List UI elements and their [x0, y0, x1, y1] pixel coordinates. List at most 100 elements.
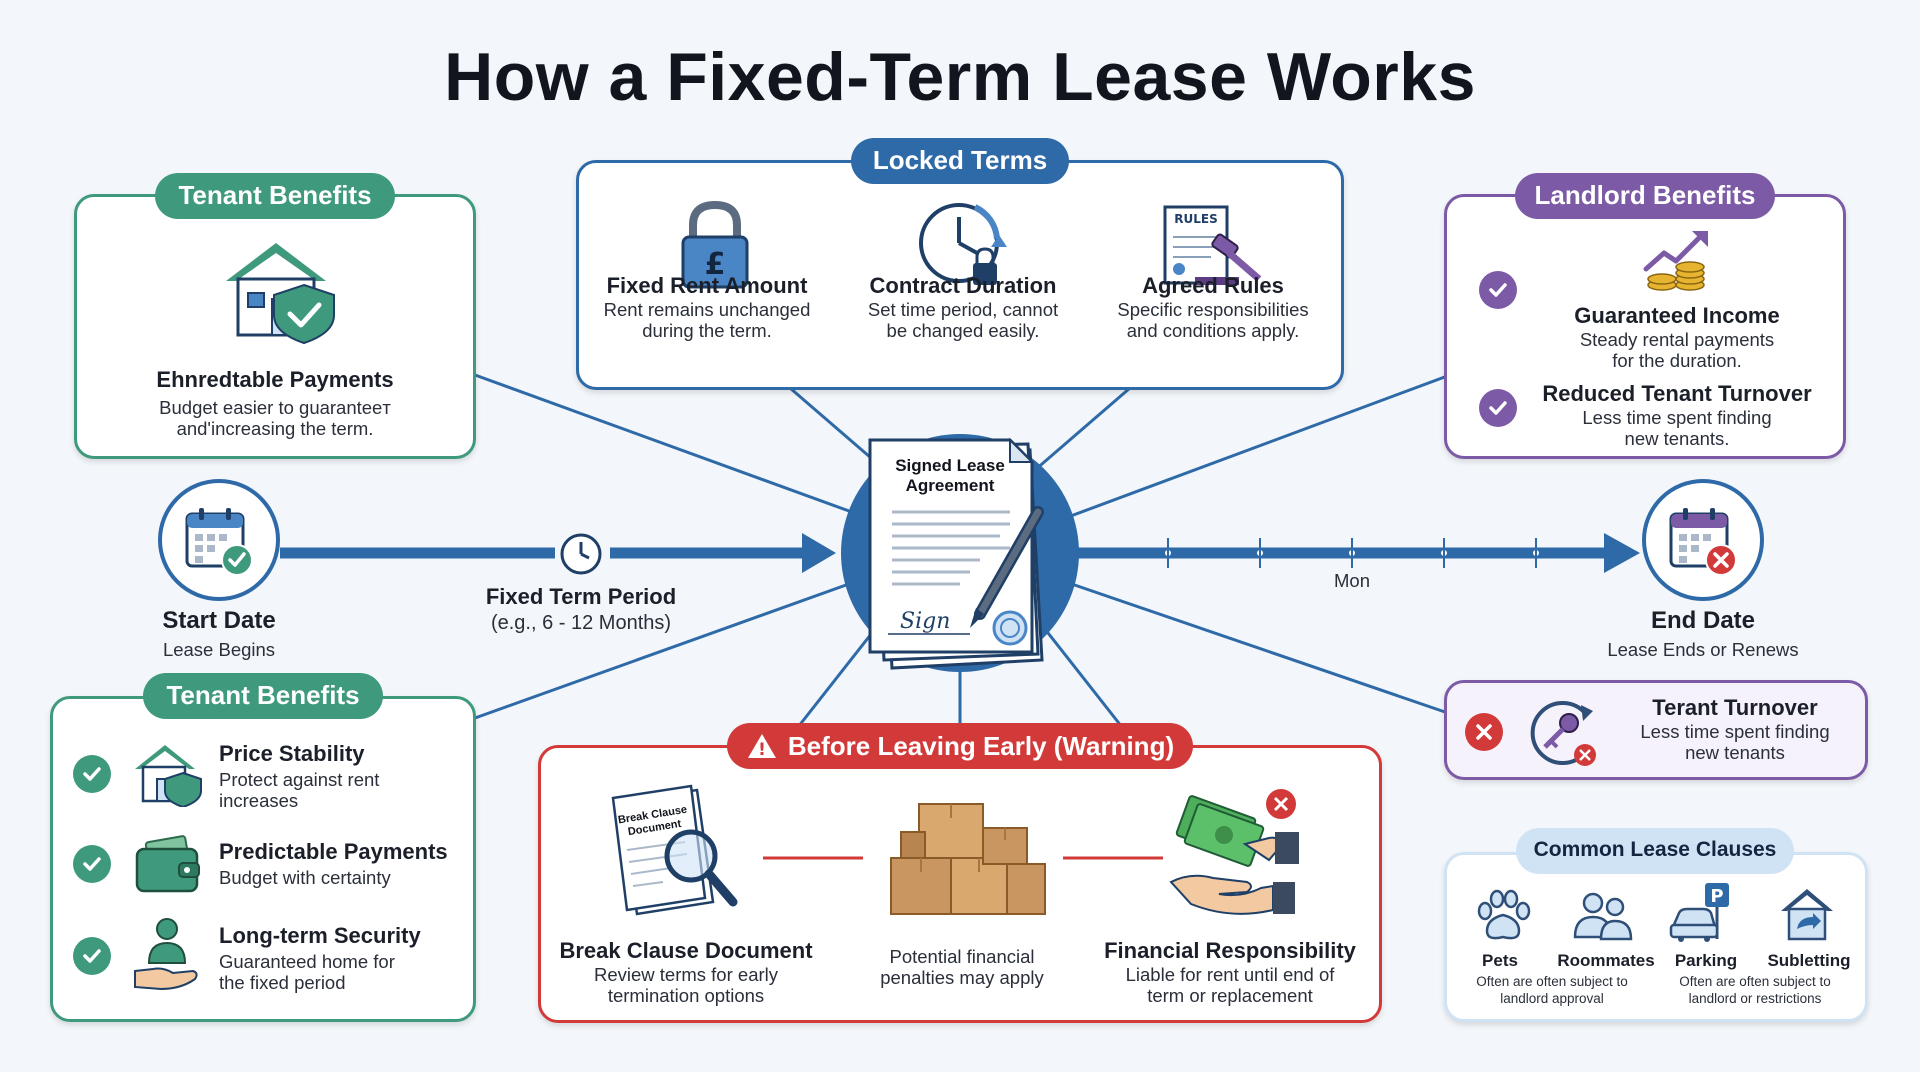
- tenant-check-icon-1: [73, 845, 111, 883]
- tenant-benefits-bottom-pill: Tenant Benefits: [143, 673, 383, 719]
- warning-panel: Break Clause Document: [538, 745, 1382, 1023]
- clause-0-line2: landlord approval: [1500, 991, 1604, 1006]
- landlord-item-1-line2: new tenants.: [1624, 428, 1730, 449]
- end-date-title: End Date: [1650, 607, 1755, 634]
- income-growth-icon: [1643, 231, 1708, 291]
- locked-item-1-line1: Set time period, cannot: [867, 299, 1059, 320]
- landlord-item-1-title: Reduced Tenant Turnover: [1542, 381, 1812, 406]
- warning-pill-label: Before Leaving Early (Warning): [787, 731, 1175, 761]
- tenant-top-desc-1: Budget easier to guaranteeт: [159, 397, 391, 418]
- tenant-top-desc-2: and'increasing the term.: [176, 418, 374, 439]
- clause-3-label: Subletting: [1767, 951, 1851, 970]
- tenant-item-2-title: Long-term Security: [219, 923, 421, 948]
- document-title-2: Agreement: [906, 476, 995, 495]
- tenant-item-1-line1: Budget with certainty: [219, 867, 391, 888]
- locked-terms-pill: Locked Terms: [851, 138, 1069, 184]
- pound-symbol: £: [705, 247, 726, 282]
- parking-sign: P: [1710, 886, 1723, 907]
- landlord-item-1-line1: Less time spent finding: [1582, 407, 1772, 428]
- warning-pill: ! Before Leaving Early (Warning): [727, 723, 1193, 769]
- parking-icon: P: [1669, 883, 1729, 942]
- dash-connector: [1063, 856, 1163, 860]
- common-clauses-panel: P Pets Roommates Parking Subletting Ofte…: [1444, 852, 1868, 1022]
- start-date-title: Start Date: [162, 607, 276, 634]
- locked-terms-panel: £ RULES Fixed Rent Amount Rent remains u…: [576, 160, 1344, 390]
- locked-item-2-line1: Specific responsibilities: [1117, 299, 1309, 320]
- tenant-benefits-top-panel: Ehnredtable Payments Budget easier to gu…: [74, 194, 476, 459]
- subletting-icon: [1781, 889, 1833, 941]
- rules-gavel-icon: RULES: [1163, 205, 1262, 285]
- locked-item-2-title: Agreed Rules: [1142, 273, 1284, 298]
- dash-connector: [763, 856, 863, 860]
- end-date-node: [1642, 479, 1764, 601]
- document-title-1: Signed Lease: [895, 456, 1005, 475]
- common-clauses-pill: Common Lease Clauses: [1516, 828, 1794, 874]
- clause-0-line1: Often are often subject to: [1476, 974, 1628, 989]
- tenant-check-icon-0: [73, 755, 111, 793]
- warning-item-2-line2: term or replacement: [1147, 985, 1313, 1006]
- landlord-item-0-title: Guaranteed Income: [1574, 303, 1780, 328]
- house-shield-icon: [226, 243, 335, 345]
- warning-item-1-line2: penalties may apply: [880, 967, 1044, 988]
- tenant-top-heading: Ehnredtable Payments: [156, 367, 394, 392]
- signature-text: Sign: [900, 609, 950, 634]
- paw-icon: [1477, 889, 1531, 940]
- key-cycle-icon: [1530, 701, 1596, 766]
- person-hand-icon: [134, 918, 198, 991]
- signed-lease-document-icon: Signed Lease Agreement Sign: [868, 437, 1044, 670]
- locked-item-1-line2: be changed easily.: [886, 320, 1040, 341]
- tenant-benefits-bottom-panel: Price Stability Protect against rent inc…: [50, 696, 476, 1022]
- tenant-item-2-line1: Guaranteed home for: [219, 951, 395, 972]
- landlord-item-0-line1: Steady rental payments: [1579, 329, 1775, 350]
- warning-triangle-icon: !: [747, 734, 776, 760]
- warning-item-2-line1: Liable for rent until end of: [1125, 964, 1335, 985]
- clause-2-label: Parking: [1674, 951, 1738, 970]
- warning-item-0-title: Break Clause Document: [559, 938, 813, 963]
- break-clause-document-icon: Break Clause Document: [611, 784, 738, 916]
- warning-item-0-line1: Review terms for early: [593, 964, 778, 985]
- turnover-title: Terant Turnover: [1652, 695, 1818, 720]
- warning-exclamation: !: [758, 740, 766, 760]
- wallet-icon: [135, 835, 200, 893]
- end-date-sub: Lease Ends or Renews: [1607, 639, 1799, 660]
- boxes-icon: [890, 803, 1046, 915]
- turnover-line2: new tenants: [1685, 742, 1785, 763]
- landlord-item-0-line2: for the duration.: [1612, 350, 1742, 371]
- locked-item-1-title: Contract Duration: [869, 273, 1057, 298]
- calendar-check-icon: [185, 508, 253, 576]
- clause-0-label: Pets: [1482, 951, 1518, 970]
- tenant-item-0-line1: Protect against rent: [219, 769, 380, 790]
- clause-1-label: Roommates: [1557, 951, 1655, 970]
- timeline-tick-label: Mon: [1334, 570, 1370, 591]
- house-shield-small-icon: [135, 745, 202, 807]
- warning-item-1-line1: Potential financial: [889, 946, 1035, 967]
- calendar-x-icon: [1669, 508, 1737, 576]
- start-date-node: [158, 479, 280, 601]
- tenant-check-icon-2: [73, 937, 111, 975]
- roommates-icon: [1573, 892, 1633, 941]
- padlock-icon: £: [681, 200, 749, 289]
- tenant-item-2-line2: the fixed period: [219, 972, 346, 993]
- tenant-item-0-line2: increases: [219, 790, 299, 811]
- tenant-item-0-title: Price Stability: [219, 741, 365, 766]
- turnover-x-icon: [1465, 713, 1503, 751]
- rules-label: RULES: [1174, 212, 1217, 226]
- fixed-term-sub: (e.g., 6 - 12 Months): [490, 612, 672, 634]
- page-title: How a Fixed-Term Lease Works: [444, 39, 1476, 115]
- clock-icon: [560, 533, 602, 575]
- fixed-term-title: Fixed Term Period: [485, 584, 677, 609]
- tenant-item-1-title: Predictable Payments: [219, 839, 448, 864]
- warning-item-0-line2: termination options: [607, 985, 765, 1006]
- landlord-check-icon-0: [1479, 271, 1517, 309]
- clause-2-line2: landlord or restrictions: [1688, 991, 1822, 1006]
- landlord-benefits-panel: Guaranteed Income Steady rental payments…: [1444, 194, 1846, 459]
- clock-lock-icon: [919, 203, 1007, 285]
- landlord-check-icon-1: [1479, 389, 1517, 427]
- tenant-turnover-panel: Terant Turnover Less time spent finding …: [1444, 680, 1868, 780]
- money-hand-icon: [1169, 789, 1299, 915]
- locked-item-0-line1: Rent remains unchanged: [603, 299, 811, 320]
- clause-2-line1: Often are often subject to: [1679, 974, 1831, 989]
- locked-item-0-line2: during the term.: [642, 320, 772, 341]
- locked-item-2-line2: and conditions apply.: [1126, 320, 1300, 341]
- turnover-line1: Less time spent finding: [1640, 721, 1830, 742]
